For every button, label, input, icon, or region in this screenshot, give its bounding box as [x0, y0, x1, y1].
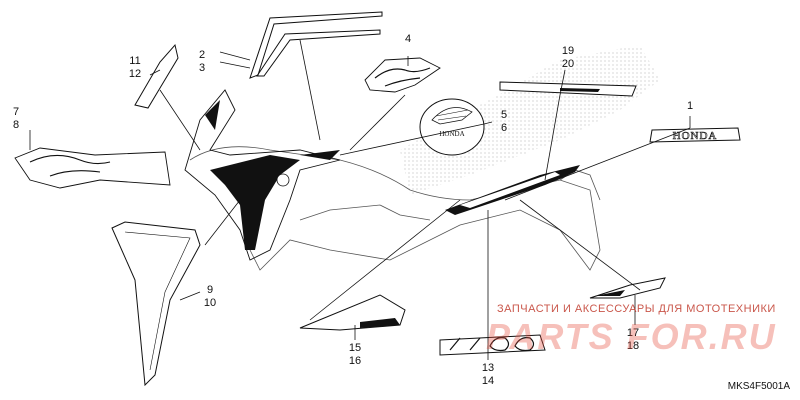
side-panel-stripes	[445, 165, 580, 215]
part-small-strip	[134, 43, 179, 109]
part-wing-emblem: HONDA	[419, 98, 485, 156]
part-long-stripe	[499, 81, 637, 97]
callout-13-num: 13	[481, 362, 495, 374]
callout-20-num: 20	[561, 58, 575, 70]
callout-18-num: 18	[626, 340, 640, 352]
callout-2-3: 2 3	[190, 49, 214, 75]
callout-7-num: 7	[12, 106, 20, 118]
fairing-dark-decal	[210, 155, 300, 250]
part-side-script	[14, 147, 171, 189]
leader-lines	[29, 39, 691, 360]
part-side-shroud	[111, 221, 201, 387]
callout-6-num: 6	[500, 122, 508, 134]
callout-15-16: 15 16	[343, 342, 367, 368]
callout-16-num: 16	[348, 355, 362, 367]
callout-4: 4	[396, 33, 420, 46]
body-dotted-area	[400, 45, 660, 195]
watermark-logo: PARTS FOR.RU	[486, 316, 777, 357]
callout-13-14: 13 14	[476, 362, 500, 388]
front-fairing	[184, 89, 341, 261]
callout-17-18: 17 18	[621, 327, 645, 353]
callout-8-num: 8	[12, 119, 20, 131]
part-lower-cowl	[299, 294, 406, 331]
callout-9-num: 9	[206, 284, 214, 296]
callout-17-num: 17	[626, 327, 640, 339]
part-top-strip	[249, 11, 383, 79]
callout-9-10: 9 10	[198, 284, 222, 310]
callout-4-num: 4	[404, 33, 412, 45]
callout-2-num: 2	[198, 49, 206, 61]
watermark-caption: ЗАПЧАСТИ И АКСЕССУАРЫ ДЛЯ МОТОТЕХНИКИ	[497, 303, 776, 315]
callout-1: 1	[678, 100, 702, 113]
emblem-text: HONDA	[439, 130, 464, 138]
callout-7-8: 7 8	[4, 106, 28, 132]
part-fin-decal	[589, 277, 666, 299]
callout-5-num: 5	[500, 109, 508, 121]
callout-11-num: 11	[129, 55, 141, 67]
part-honda-wordmark: HONDA	[649, 127, 741, 143]
callout-12-num: 12	[128, 68, 142, 80]
callout-19-num: 19	[561, 45, 575, 57]
callout-1-num: 1	[686, 100, 694, 112]
fairing-vent	[276, 173, 290, 187]
honda-wordmark-text: HONDA	[673, 130, 718, 142]
diagram-code: MKS4F5001A	[727, 381, 790, 392]
part-script-decal	[364, 57, 441, 93]
callout-5-6: 5 6	[492, 109, 516, 135]
callout-3-num: 3	[198, 62, 206, 74]
callout-15-num: 15	[348, 342, 362, 354]
callout-11-12: 11 12	[123, 55, 147, 81]
callout-10-num: 10	[203, 297, 217, 309]
part-1100-logo	[439, 334, 546, 356]
callout-19-20: 19 20	[556, 45, 580, 71]
callout-14-num: 14	[481, 375, 495, 387]
